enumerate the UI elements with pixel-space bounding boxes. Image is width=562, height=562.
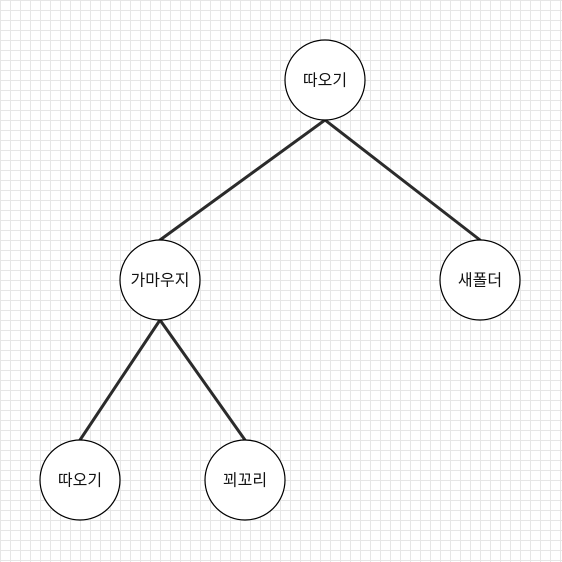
node-label: 따오기 bbox=[58, 471, 102, 490]
edge-root-to-right bbox=[323, 118, 482, 242]
edge-root-to-left bbox=[158, 118, 327, 242]
node-circle bbox=[284, 39, 366, 121]
tree-node-left-right: 꾀꼬리 bbox=[204, 439, 286, 521]
edges bbox=[78, 118, 482, 442]
edge-left-to-left-left bbox=[78, 318, 162, 442]
edge-left-to-left-right bbox=[158, 318, 247, 442]
node-label: 따오기 bbox=[303, 71, 347, 90]
node-circle bbox=[439, 239, 521, 321]
node-circle bbox=[119, 239, 201, 321]
tree-node-left-left: 따오기 bbox=[39, 439, 121, 521]
tree-node-left: 가마우지 bbox=[119, 239, 201, 321]
node-label: 가마우지 bbox=[131, 271, 190, 290]
node-circle bbox=[204, 439, 286, 521]
node-label: 꾀꼬리 bbox=[223, 471, 267, 490]
tree-node-root: 따오기 bbox=[284, 39, 366, 121]
node-circle bbox=[39, 439, 121, 521]
node-label: 새폴더 bbox=[458, 271, 502, 290]
tree-node-right: 새폴더 bbox=[439, 239, 521, 321]
